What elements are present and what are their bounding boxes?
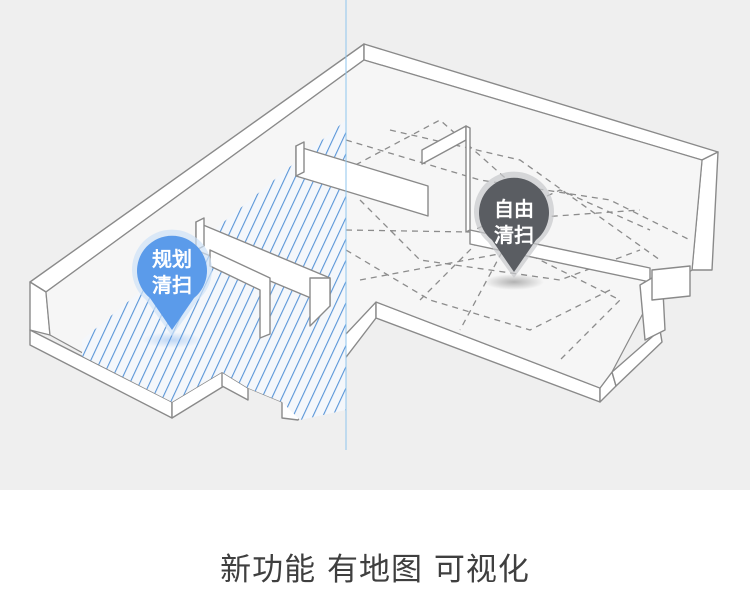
planned-pin-line2: 清扫 bbox=[152, 273, 192, 297]
floor bbox=[45, 59, 703, 420]
outer-walls bbox=[29, 43, 719, 421]
planned-pin-line1: 规划 bbox=[152, 247, 192, 271]
floorplan-illustration: 规划 清扫 自由 清扫 bbox=[0, 0, 750, 490]
caption-section: 新功能 有地图 可视化 bbox=[0, 490, 750, 596]
free-cleaning-pin: 自由 清扫 bbox=[474, 171, 555, 290]
floorplan-svg: 规划 清扫 自由 清扫 bbox=[29, 0, 719, 450]
free-pin-line2: 清扫 bbox=[494, 223, 534, 247]
caption-text: 新功能 有地图 可视化 bbox=[220, 552, 530, 588]
planned-cleaning-pin: 规划 清扫 bbox=[132, 229, 213, 348]
free-pin-line1: 自由 bbox=[494, 197, 534, 221]
